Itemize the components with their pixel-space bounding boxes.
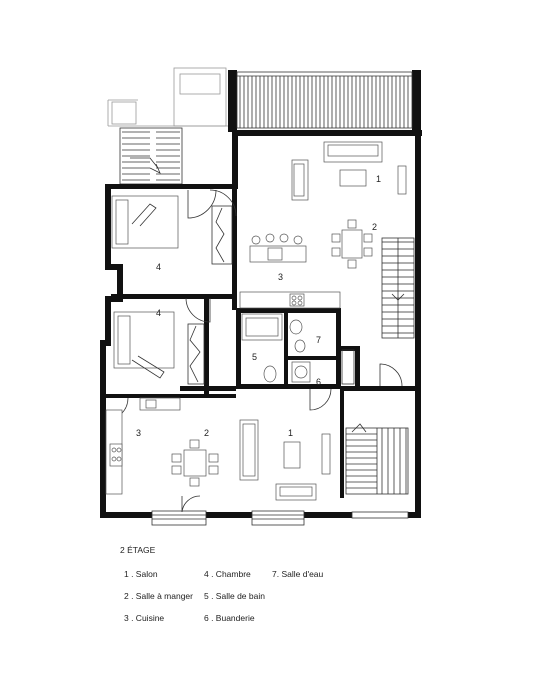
legend: 2 ÉTAGE 1 . Salon 2 . Salle à manger 3 .…: [120, 545, 440, 645]
furniture-top: [239, 141, 407, 309]
legend-item: 1 . Salon: [124, 569, 158, 579]
legend-item: 2 . Salle à manger: [124, 591, 193, 601]
floor-plan: 1 2 3 4 4 5 7 6 1 2 3: [100, 67, 422, 526]
furniture-bottom: [105, 397, 331, 501]
legend-item: 7. Salle d'eau: [272, 569, 324, 579]
room-number: 1: [288, 428, 293, 438]
beds: [111, 195, 179, 379]
exterior-context: [107, 67, 230, 127]
room-number: 5: [252, 352, 257, 362]
interior-walls: [106, 184, 421, 498]
room-number: 2: [372, 222, 377, 232]
bathroom-fixtures: [241, 313, 311, 383]
common-stair: [345, 423, 409, 495]
balcony-railing: [239, 76, 409, 128]
windows: [151, 510, 409, 526]
legend-item: 5 . Salle de bain: [204, 591, 265, 601]
room-number: 2: [204, 428, 209, 438]
balcony: [228, 70, 421, 132]
legend-item: 3 . Cuisine: [124, 613, 165, 623]
room-number: 3: [278, 272, 283, 282]
room-number: 7: [316, 335, 321, 345]
room-number: 1: [376, 174, 381, 184]
room-number: 4: [156, 308, 161, 318]
room-number: 3: [136, 428, 141, 438]
wardrobes: [187, 205, 355, 385]
legend-title: 2 ÉTAGE: [120, 545, 156, 555]
legend-item: 4 . Chambre: [204, 569, 251, 579]
room-number: 6: [316, 377, 321, 387]
exterior-stair: [119, 127, 183, 185]
interior-stair: [381, 237, 415, 339]
room-number: 4: [156, 262, 161, 272]
room-labels: 1 2 3 4 4 5 7 6 1 2 3: [136, 174, 381, 438]
legend-item: 6 . Buanderie: [204, 613, 255, 623]
doors: [105, 189, 403, 513]
